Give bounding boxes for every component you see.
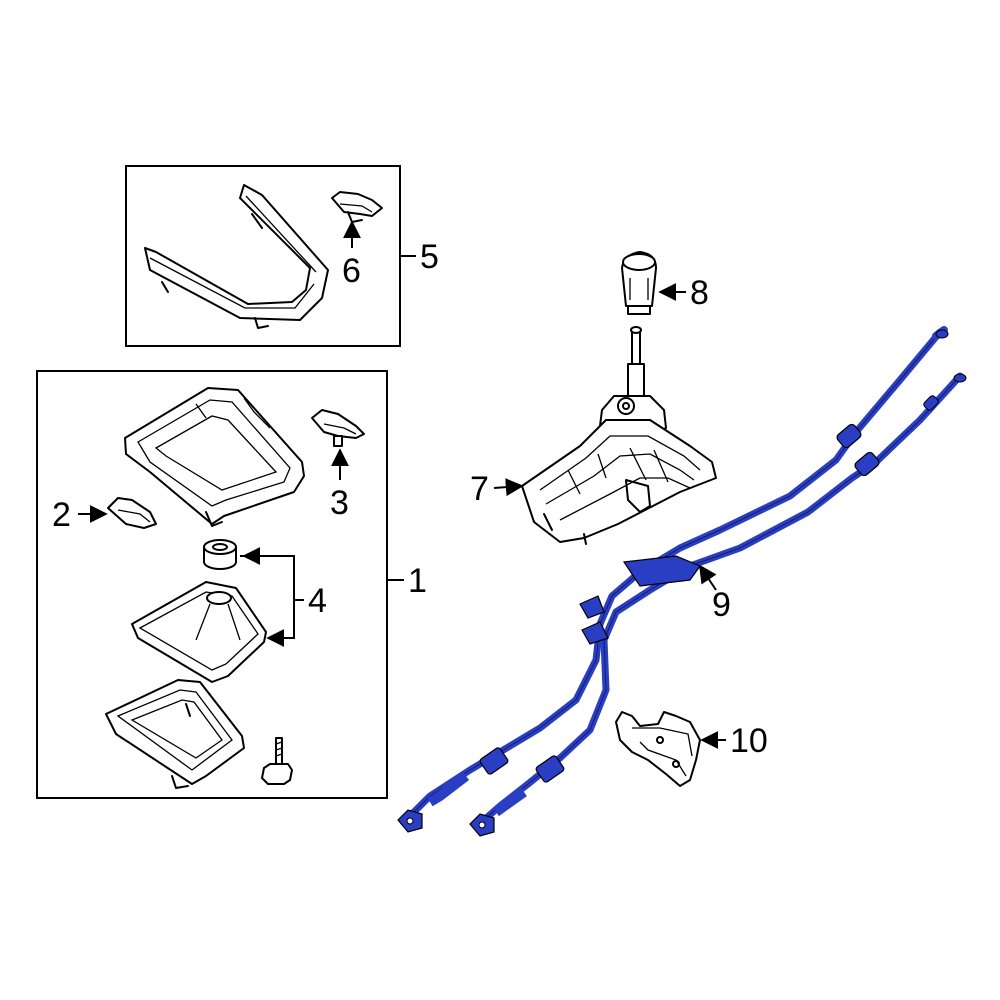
callout-3: 3 [330, 484, 349, 522]
clip-part-3[interactable] [311, 409, 365, 447]
clip-part-2[interactable] [107, 497, 157, 529]
leader-9 [699, 564, 717, 591]
callout-8: 8 [690, 274, 709, 312]
console-trim-bezel[interactable] [144, 184, 329, 329]
callout-1: 1 [408, 562, 427, 600]
shift-boot[interactable] [131, 581, 267, 683]
shifter-assembly[interactable] [521, 326, 717, 545]
bolt[interactable] [261, 737, 293, 785]
lower-trim-frame[interactable] [105, 679, 245, 789]
callout-7: 7 [470, 470, 489, 508]
callout-2: 2 [52, 496, 71, 534]
callout-10: 10 [730, 722, 768, 760]
shift-bezel-panel[interactable] [124, 387, 305, 527]
shift-knob[interactable] [621, 251, 657, 315]
callout-9: 9 [712, 586, 731, 624]
callout-6: 6 [342, 252, 361, 290]
bracket-part-10[interactable] [615, 711, 701, 787]
leader-7 [493, 478, 524, 497]
shift-cable-assembly[interactable] [397, 326, 967, 837]
group-box-1 [36, 370, 388, 799]
callout-5: 5 [420, 238, 439, 276]
clip-part-6[interactable] [331, 191, 383, 223]
callout-4: 4 [308, 582, 327, 620]
shift-boot-grommet[interactable] [203, 539, 237, 570]
